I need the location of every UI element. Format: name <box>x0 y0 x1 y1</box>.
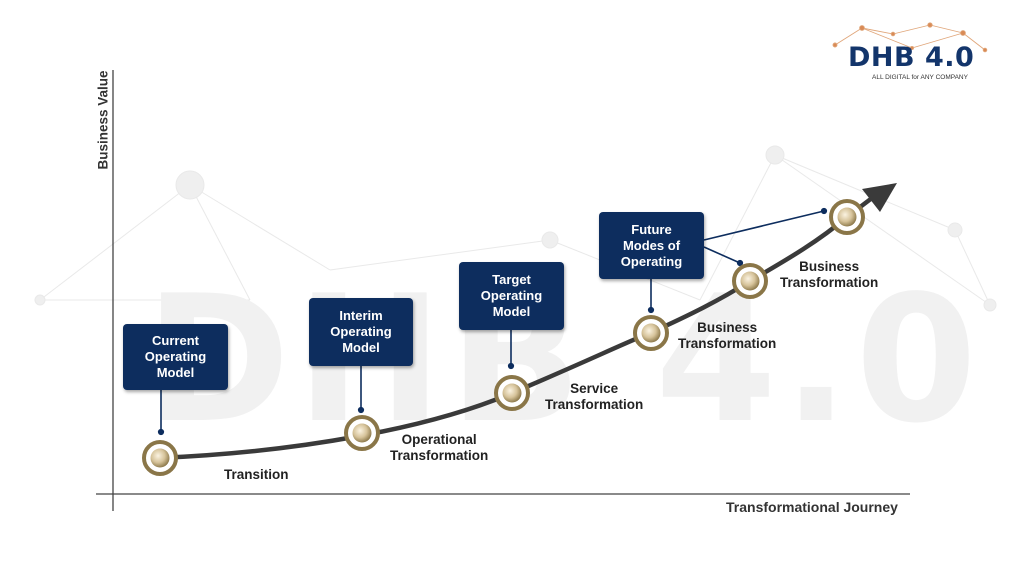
connector-future-top <box>703 210 825 241</box>
stage-label-business-transformation-1: Business Transformation <box>678 320 777 351</box>
connector-interim-dot <box>357 406 365 414</box>
background-network <box>34 145 997 312</box>
stage-label-transition: Transition <box>224 467 289 482</box>
connector-future-mid-dot <box>736 259 744 267</box>
connector-future-down-dot <box>647 306 655 314</box>
node-2 <box>344 415 380 451</box>
connector-future-top-dot <box>820 207 828 215</box>
milestone-nodes <box>142 199 865 476</box>
logo-network-icon <box>832 22 988 53</box>
connectors <box>157 207 828 436</box>
box-interim-operating-model: Interim Operating Model <box>309 298 413 366</box>
stage-label-operational-transformation: Operational Transformation <box>390 432 489 463</box>
node-4 <box>633 315 669 351</box>
dhb-logo: DHB 4.0 ALL DIGITAL for ANY COMPANY <box>842 42 992 84</box>
box-target-operating-model: Target Operating Model <box>459 262 564 330</box>
box-future-modes-of-operating: Future Modes of Operating <box>599 212 704 279</box>
y-axis-label: Business Value <box>95 70 111 170</box>
stage-label-business-transformation-2: Business Transformation <box>780 259 879 290</box>
connector-target-dot <box>507 362 515 370</box>
node-3 <box>494 375 530 411</box>
connector-future-mid <box>703 246 741 264</box>
node-6 <box>829 199 865 235</box>
logo-subtitle: ALL DIGITAL for ANY COMPANY <box>872 74 968 81</box>
curve-arrowhead <box>862 183 897 212</box>
logo-title: DHB 4.0 <box>848 42 975 73</box>
connector-current-dot <box>157 428 165 436</box>
box-current-operating-model: Current Operating Model <box>123 324 228 390</box>
stage-label-service-transformation: Service Transformation <box>545 381 644 412</box>
node-5 <box>732 263 768 299</box>
node-1 <box>142 440 178 476</box>
x-axis-label: Transformational Journey <box>726 499 898 515</box>
